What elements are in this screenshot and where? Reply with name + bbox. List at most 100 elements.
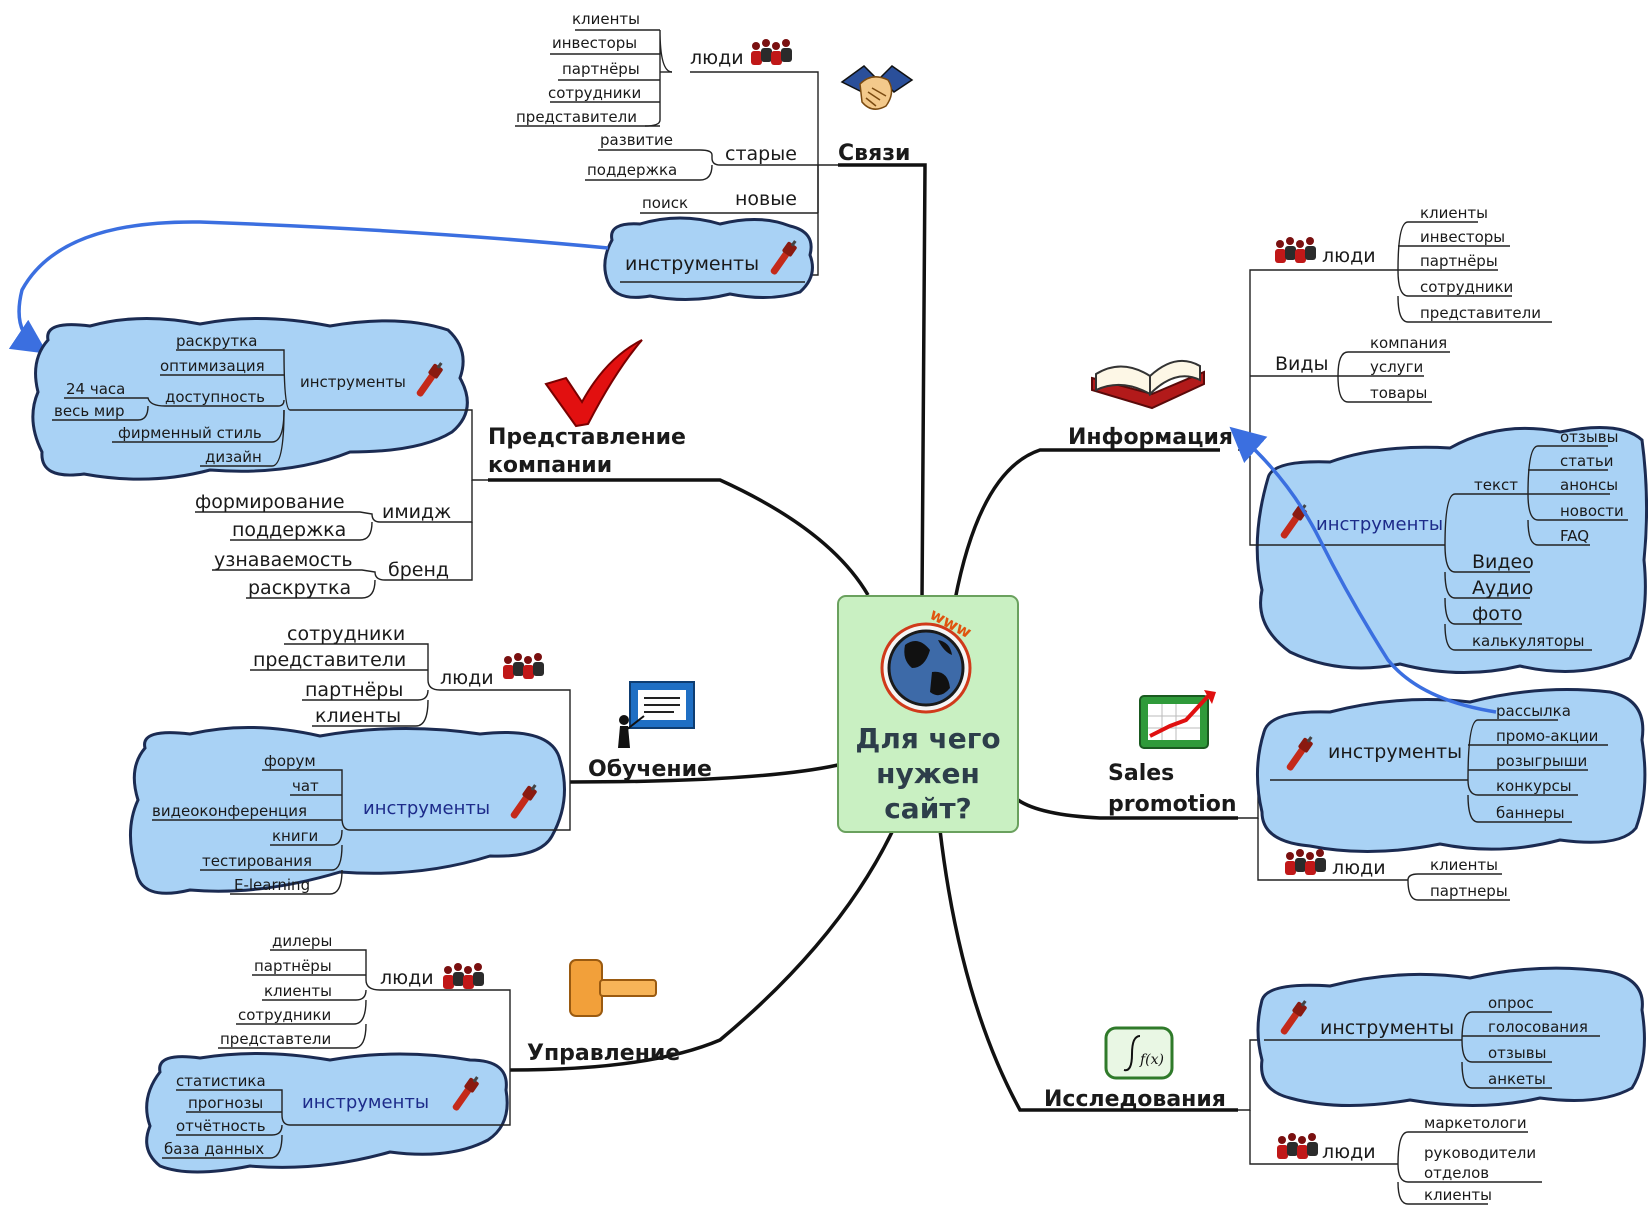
sales-tools-label[interactable]: инструменты: [1328, 741, 1462, 763]
issledovaniya-tools-1[interactable]: голосования: [1488, 1018, 1588, 1036]
informaciya-people-1[interactable]: инвесторы: [1420, 228, 1505, 246]
predstavlenie-brand-label[interactable]: бренд: [388, 559, 449, 581]
svyazi-new-0[interactable]: поиск: [642, 194, 688, 212]
sales-people-0[interactable]: клиенты: [1430, 856, 1498, 874]
predstavlenie-title-1[interactable]: Представление: [488, 425, 686, 450]
informaciya-title[interactable]: Информация: [1068, 425, 1233, 450]
sales-tools-4[interactable]: баннеры: [1496, 804, 1565, 822]
svyazi-old-1[interactable]: поддержка: [587, 161, 677, 179]
upravlenie-tools-1[interactable]: прогнозы: [188, 1094, 263, 1112]
sales-tools-1[interactable]: промо-акции: [1496, 727, 1598, 745]
predstavlenie-brand-0[interactable]: узнаваемость: [214, 549, 353, 571]
svyazi-tools-label[interactable]: инструменты: [625, 253, 759, 275]
obuchenie-tools-0[interactable]: форум: [264, 752, 316, 770]
predstavlenie-title-2[interactable]: компании: [488, 453, 612, 478]
informaciya-text-2[interactable]: анонсы: [1560, 476, 1618, 494]
obuchenie-people-0[interactable]: сотрудники: [287, 623, 405, 645]
upravlenie-title[interactable]: Управление: [527, 1041, 680, 1066]
obuchenie-tools-4[interactable]: тестирования: [202, 852, 312, 870]
sales-title-2[interactable]: promotion: [1108, 792, 1237, 817]
svyazi-old-label[interactable]: старые: [725, 143, 797, 165]
predstavlenie-tools-1[interactable]: оптимизация: [160, 357, 265, 375]
predstavlenie-brand-1[interactable]: раскрутка: [248, 577, 351, 599]
svyazi-people-label[interactable]: люди: [690, 47, 744, 69]
obuchenie-people-2[interactable]: партнёры: [305, 679, 403, 701]
informaciya-media-1[interactable]: Аудио: [1472, 577, 1533, 599]
upravlenie-people-label[interactable]: люди: [380, 967, 434, 989]
svyazi-people-2[interactable]: партнёры: [562, 60, 640, 78]
sales-tools-3[interactable]: конкурсы: [1496, 777, 1572, 795]
predstavlenie-tools-2[interactable]: доступность: [165, 388, 265, 406]
sales-tools-0[interactable]: рассылка: [1496, 702, 1571, 720]
predstavlenie-tools-4[interactable]: дизайн: [205, 448, 262, 466]
svyazi-people-3[interactable]: сотрудники: [548, 84, 641, 102]
predstavlenie-access-0[interactable]: 24 часа: [66, 380, 125, 398]
sales-people-1[interactable]: партнеры: [1430, 882, 1508, 900]
informaciya-text-0[interactable]: отзывы: [1560, 428, 1618, 446]
informaciya-types-1[interactable]: услуги: [1370, 358, 1423, 376]
svyazi-new-label[interactable]: новые: [735, 188, 797, 210]
informaciya-people-label[interactable]: люди: [1322, 245, 1376, 267]
informaciya-people-0[interactable]: клиенты: [1420, 204, 1488, 222]
informaciya-text-3[interactable]: новости: [1560, 502, 1624, 520]
sales-people-label[interactable]: люди: [1332, 857, 1386, 879]
informaciya-people-2[interactable]: партнёры: [1420, 252, 1498, 270]
issledovaniya-people-0[interactable]: маркетологи: [1424, 1114, 1527, 1132]
upravlenie-tools-label[interactable]: инструменты: [302, 1092, 429, 1113]
svyazi-title[interactable]: Связи: [838, 141, 910, 166]
obuchenie-title[interactable]: Обучение: [588, 757, 712, 782]
obuchenie-tools-1[interactable]: чат: [292, 777, 319, 795]
informaciya-types-label[interactable]: Виды: [1275, 353, 1329, 375]
svyazi-people-0[interactable]: клиенты: [572, 10, 640, 28]
obuchenie-tools-label[interactable]: инструменты: [363, 798, 490, 819]
sales-title-1[interactable]: Sales: [1108, 761, 1174, 786]
informaciya-media-3[interactable]: калькуляторы: [1472, 632, 1585, 650]
issledovaniya-title[interactable]: Исследования: [1044, 1087, 1226, 1112]
upravlenie-people-2[interactable]: клиенты: [264, 982, 332, 1000]
issledovaniya-tools-2[interactable]: отзывы: [1488, 1044, 1546, 1062]
predstavlenie-image-label[interactable]: имидж: [382, 501, 451, 523]
issledovaniya-people-2[interactable]: отделов: [1424, 1164, 1489, 1182]
obuchenie-people-3[interactable]: клиенты: [315, 705, 401, 727]
link-arrow-sales: [1229, 426, 1497, 714]
upravlenie-tools-3[interactable]: база данных: [164, 1140, 264, 1158]
informaciya-media-2[interactable]: фото: [1472, 603, 1523, 625]
informaciya-media-0[interactable]: Видео: [1472, 551, 1534, 573]
predstavlenie-image-0[interactable]: формирование: [195, 491, 345, 513]
obuchenie-people-label[interactable]: люди: [440, 667, 494, 689]
upravlenie-people-1[interactable]: партнёры: [254, 957, 332, 975]
issledovaniya-people-label[interactable]: люди: [1322, 1141, 1376, 1163]
upravlenie-people-0[interactable]: дилеры: [272, 932, 332, 950]
center-node[interactable]: www Для чего нужен сайт?: [837, 595, 1019, 833]
upravlenie-tools-0[interactable]: статистика: [176, 1072, 266, 1090]
issledovaniya-people-1[interactable]: руководители: [1424, 1144, 1536, 1162]
informaciya-types-0[interactable]: компания: [1370, 334, 1447, 352]
predstavlenie-tools-3[interactable]: фирменный стиль: [118, 424, 262, 442]
predstavlenie-access-1[interactable]: весь мир: [54, 402, 125, 420]
informaciya-people-3[interactable]: сотрудники: [1420, 278, 1513, 296]
upravlenie-people-4[interactable]: представтели: [220, 1030, 331, 1048]
issledovaniya-people-3[interactable]: клиенты: [1424, 1186, 1492, 1204]
predstavlenie-tools-label[interactable]: инструменты: [300, 373, 406, 391]
svyazi-people-4[interactable]: представители: [516, 108, 637, 126]
predstavlenie-tools-0[interactable]: раскрутка: [176, 332, 257, 350]
predstavlenie-image-1[interactable]: поддержка: [232, 519, 346, 541]
svyazi-old-0[interactable]: развитие: [600, 131, 673, 149]
informaciya-text-label[interactable]: текст: [1474, 476, 1518, 494]
informaciya-tools-label[interactable]: инструменты: [1316, 514, 1443, 535]
informaciya-text-1[interactable]: статьи: [1560, 452, 1614, 470]
issledovaniya-tools-3[interactable]: анкеты: [1488, 1070, 1546, 1088]
obuchenie-tools-2[interactable]: видеоконференция: [152, 802, 307, 820]
obuchenie-tools-5[interactable]: E-learning: [234, 876, 310, 894]
upravlenie-people-3[interactable]: сотрудники: [238, 1006, 331, 1024]
obuchenie-people-1[interactable]: представители: [253, 649, 406, 671]
sales-tools-2[interactable]: розыгрыши: [1496, 752, 1587, 770]
informaciya-types-2[interactable]: товары: [1370, 384, 1427, 402]
upravlenie-tools-2[interactable]: отчётность: [176, 1117, 266, 1135]
issledovaniya-tools-0[interactable]: опрос: [1488, 994, 1534, 1012]
svyazi-people-1[interactable]: инвесторы: [552, 34, 637, 52]
informaciya-text-4[interactable]: FAQ: [1560, 527, 1589, 545]
informaciya-people-4[interactable]: представители: [1420, 304, 1541, 322]
obuchenie-tools-3[interactable]: книги: [272, 827, 318, 845]
issledovaniya-tools-label[interactable]: инструменты: [1320, 1017, 1454, 1039]
